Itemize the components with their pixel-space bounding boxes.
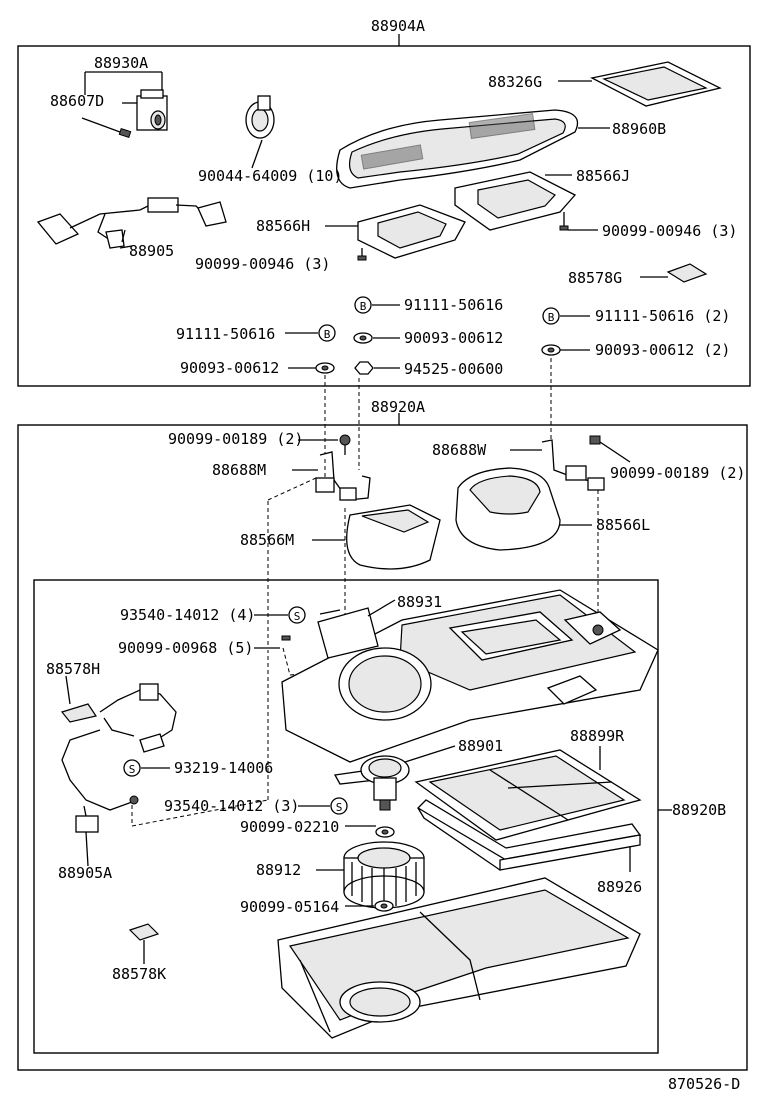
label-90099-00189-left: 90099-00189 (2) (168, 430, 303, 448)
marker-letters: B B B S S S (129, 300, 555, 814)
fan-88912 (316, 841, 425, 909)
duct-88566M (312, 504, 441, 570)
label-88578H: 88578H (46, 660, 100, 678)
label-88688W: 88688W (432, 441, 487, 459)
label-94525-00600: 94525-00600 (404, 360, 503, 378)
label-91111-50616-right: 91111-50616 (2) (595, 307, 730, 325)
label-88326G: 88326G (488, 73, 542, 91)
tray-88926 (416, 799, 642, 872)
label-90093-00612-mid: 90093-00612 (404, 329, 503, 347)
screw-s-2: S (129, 763, 136, 776)
cover-88326G (558, 61, 722, 107)
nut-90099-02210 (345, 825, 395, 838)
label-88920B: 88920B (672, 801, 726, 819)
label-90093-00612-right: 90093-00612 (2) (595, 341, 730, 359)
housing-upper (281, 589, 659, 763)
part-labels: 88904A 88930A 88607D 88326G 88960B 90044… (46, 17, 745, 1093)
nut-90099-05164 (345, 900, 394, 912)
screw-s-3: S (336, 801, 343, 814)
filter-88899R (414, 746, 642, 841)
pad-88578K (128, 923, 160, 964)
label-93540-14012-3: 93540-14012 (3) (164, 797, 299, 815)
bolt-b-top: B (360, 300, 367, 313)
label-90099-02210: 90099-02210 (240, 818, 339, 836)
label-88904A: 88904A (371, 17, 425, 35)
duct-88566J (454, 171, 577, 231)
alignment-lines (131, 358, 599, 827)
duct-88566L (455, 467, 592, 551)
washers (288, 332, 590, 375)
label-91111-50616-left: 91111-50616 (176, 325, 275, 343)
label-90093-00612-left: 90093-00612 (180, 359, 279, 377)
label-88566M: 88566M (240, 531, 294, 549)
frame-88920B-inner (33, 579, 659, 1054)
housing-lower (277, 877, 641, 1039)
label-88926: 88926 (597, 878, 642, 896)
label-88607D: 88607D (50, 92, 104, 110)
label-93219-14006: 93219-14006 (174, 759, 273, 777)
frame-88920A (17, 424, 748, 1071)
bolt-markers (285, 296, 590, 342)
bracket-88688W (510, 435, 631, 491)
motor-88901 (333, 745, 456, 811)
label-88688M: 88688M (212, 461, 266, 479)
label-88912: 88912 (256, 861, 301, 879)
label-88931: 88931 (397, 593, 442, 611)
label-88578G: 88578G (568, 269, 622, 287)
label-870526-D: 870526-D (668, 1075, 740, 1093)
screw-90099-00946 (357, 212, 598, 261)
label-90099-05164: 90099-05164 (240, 898, 339, 916)
bolt-b-right: B (548, 311, 555, 324)
label-88905: 88905 (129, 242, 174, 260)
switch-88930A (81, 71, 168, 139)
label-90099-00189-right: 90099-00189 (2) (610, 464, 745, 482)
label-90044-64009: 90044-64009 (10) (198, 167, 343, 185)
label-91111-50616-top: 91111-50616 (404, 296, 503, 314)
label-93540-14012-4: 93540-14012 (4) (120, 606, 255, 624)
label-90099-00946-right: 90099-00946 (3) (602, 222, 737, 240)
clip-90044 (245, 95, 275, 169)
bracket-88688M (292, 434, 371, 501)
label-90099-00968: 90099-00968 (5) (118, 639, 253, 657)
label-88899R: 88899R (570, 727, 625, 745)
label-88578K: 88578K (112, 965, 166, 983)
label-88566L: 88566L (596, 516, 650, 534)
harness-88905 (36, 197, 227, 249)
label-88566J: 88566J (576, 167, 630, 185)
screw-s-1: S (294, 610, 301, 623)
label-90099-00946-left: 90099-00946 (3) (195, 255, 330, 273)
label-88920A: 88920A (371, 398, 425, 416)
screw-markers (123, 606, 348, 815)
panel-88960B (336, 109, 610, 189)
label-88901: 88901 (458, 737, 503, 755)
label-88930A: 88930A (94, 54, 148, 72)
frame-88904A (17, 45, 751, 387)
label-88960B: 88960B (612, 120, 666, 138)
duct-88566H (325, 204, 466, 259)
pad-88578G (640, 263, 708, 283)
bolt-b-left: B (324, 328, 331, 341)
label-88905A: 88905A (58, 864, 112, 882)
harness-88905A (60, 675, 177, 867)
label-88566H: 88566H (256, 217, 310, 235)
